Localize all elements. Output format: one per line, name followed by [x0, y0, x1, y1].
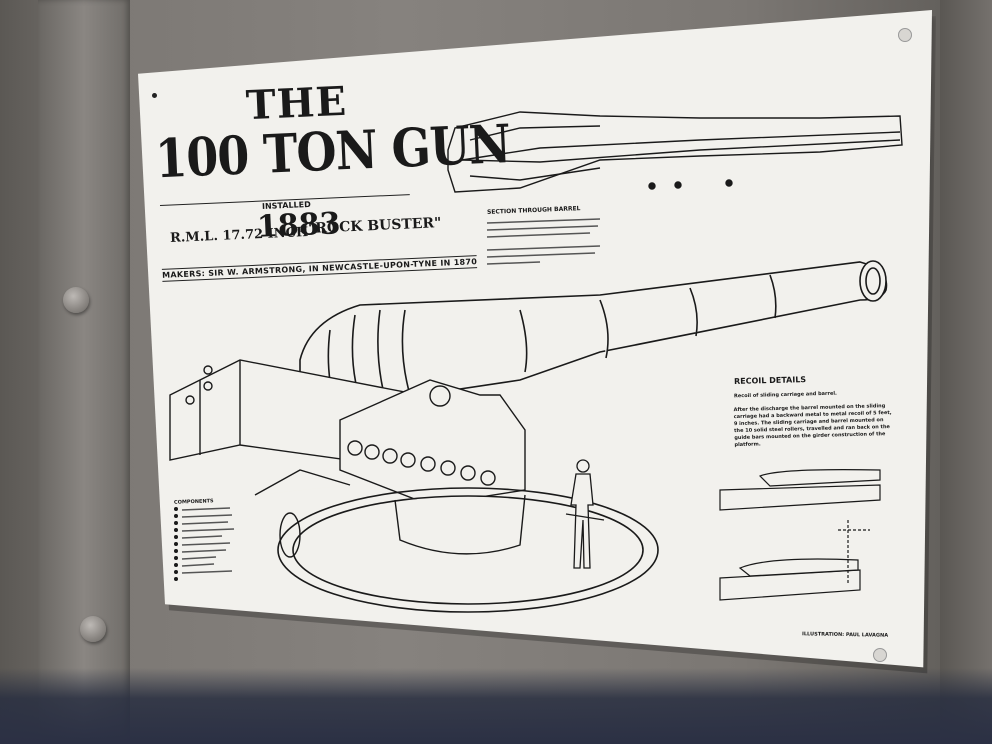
pin-icon: [873, 648, 887, 662]
pin-icon: [898, 28, 912, 42]
standing-figure: [565, 459, 605, 569]
roller-row: [347, 440, 496, 486]
body-text-lines: [181, 218, 601, 574]
barrel-section-diagram: [447, 111, 903, 193]
components-list: [174, 507, 178, 581]
pin-icon: [152, 93, 157, 98]
bolt-icon: [80, 616, 106, 642]
gun-barrel: [299, 260, 888, 410]
gun-carriage: [169, 359, 526, 558]
foreground-blur: [0, 668, 992, 744]
bolt-icon: [63, 287, 89, 313]
turntable-platform: [277, 487, 659, 613]
recoil-diagrams: [719, 469, 881, 601]
display-frame-right: [940, 0, 992, 744]
